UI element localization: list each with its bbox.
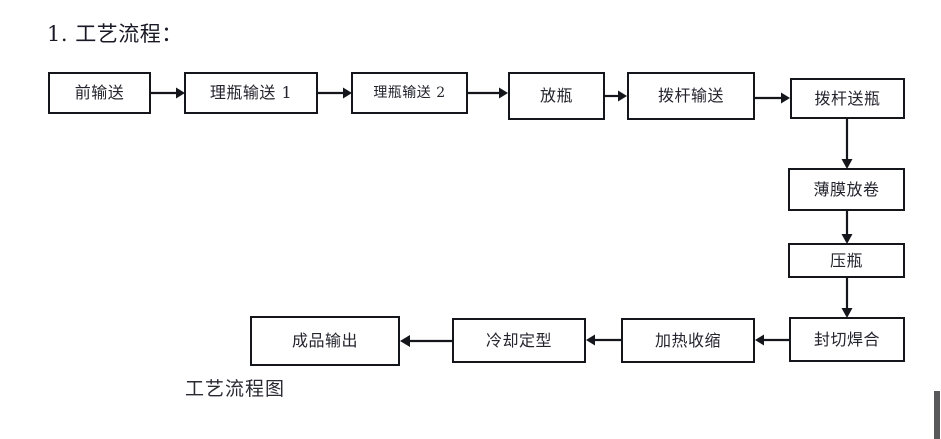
flow-node-qianshusong[interactable]: 前输送 — [48, 72, 151, 114]
flow-node-jiareshousuo[interactable]: 加热收缩 — [621, 318, 755, 363]
flow-node-label: 封切焊合 — [813, 329, 880, 349]
flow-arrow-n9-n10 — [755, 332, 789, 348]
flow-node-label: 拨杆送瓶 — [814, 88, 881, 108]
page-title: 1. 工艺流程： — [47, 22, 183, 46]
flow-node-lengquedingxing[interactable]: 冷却定型 — [452, 318, 586, 363]
flow-node-lipingshusong-2[interactable]: 理瓶输送 2 — [351, 72, 468, 114]
flow-arrow-n8-n9 — [839, 278, 855, 318]
flow-node-label: 冷却定型 — [485, 330, 552, 350]
flow-node-label: 前输送 — [74, 83, 125, 102]
flow-node-chengpinshuchu[interactable]: 成品输出 — [250, 316, 400, 366]
flow-node-label: 加热收缩 — [654, 330, 721, 350]
flow-node-label: 理瓶输送 2 — [373, 85, 446, 101]
flow-node-bogansongping[interactable]: 拨杆送瓶 — [790, 78, 905, 119]
flow-node-label: 理瓶输送 1 — [209, 83, 293, 102]
flow-arrow-n5-n6 — [755, 90, 790, 106]
vertical-scrollbar-thumb[interactable] — [934, 391, 940, 439]
flow-node-fangping[interactable]: 放瓶 — [508, 72, 605, 120]
figure-caption: 工艺流程图 — [185, 378, 286, 400]
flow-arrow-n7-n8 — [839, 211, 855, 244]
flow-arrow-n2-n3 — [318, 85, 352, 101]
flow-node-fengqiehanhe[interactable]: 封切焊合 — [789, 317, 905, 362]
flow-arrow-n3-n4 — [468, 85, 508, 101]
flow-node-boganshusong[interactable]: 拨杆输送 — [627, 72, 755, 120]
flow-node-lipingshusong-1[interactable]: 理瓶输送 1 — [184, 72, 318, 114]
flow-arrow-n4-n5 — [605, 88, 627, 104]
flow-node-label: 压瓶 — [829, 250, 863, 270]
flow-arrow-n11-n12 — [400, 333, 452, 349]
flow-arrow-n1-n2 — [151, 85, 185, 101]
flow-node-baomofangjuan[interactable]: 薄膜放卷 — [788, 168, 905, 211]
flow-node-label: 成品输出 — [291, 331, 358, 350]
flow-arrow-n10-n11 — [586, 332, 621, 348]
vertical-scrollbar-track[interactable] — [934, 0, 941, 439]
flow-node-label: 放瓶 — [539, 86, 573, 105]
flow-arrow-n6-n7 — [839, 119, 855, 169]
flow-node-label: 拨杆输送 — [657, 86, 724, 105]
flow-node-yaping[interactable]: 压瓶 — [788, 243, 905, 278]
flow-node-label: 薄膜放卷 — [813, 179, 880, 199]
